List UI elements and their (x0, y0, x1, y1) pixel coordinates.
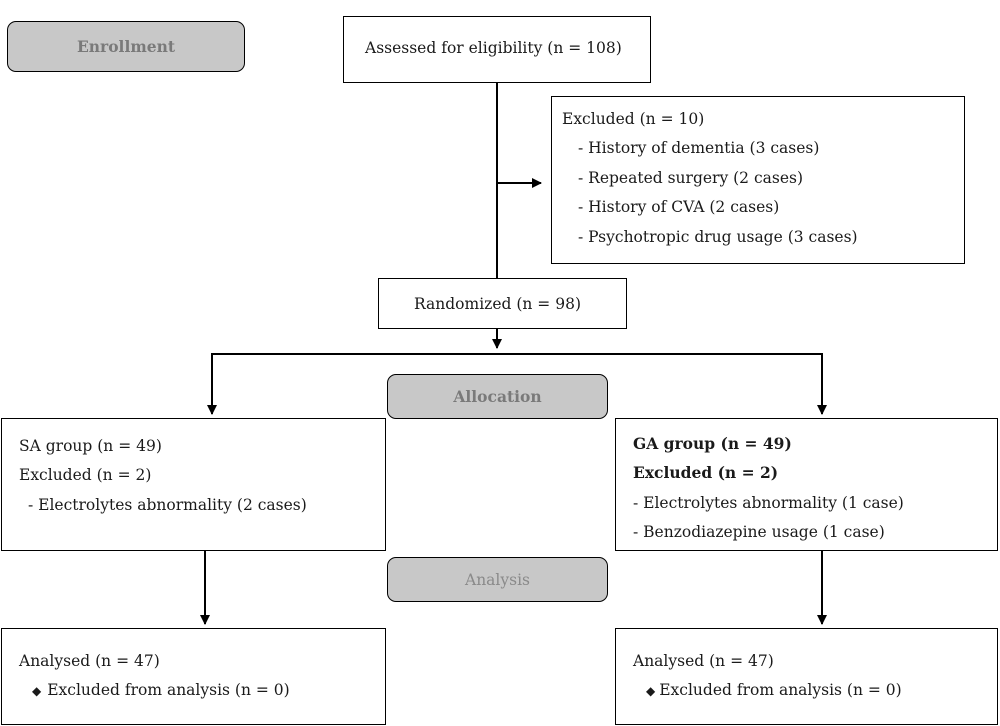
ga-analysed-box: Analysed (n = 47) ◆Excluded from analysi… (615, 628, 998, 725)
excluded-item: - Psychotropic drug usage (3 cases) (578, 228, 858, 246)
sa-analysed-row: ◆ Excluded from analysis (n = 0) (32, 680, 290, 701)
excluded-item: - Repeated surgery (2 cases) (578, 169, 804, 187)
assessed-box: Assessed for eligibility (n = 108) (343, 16, 651, 83)
enrollment-stage-label: Enrollment (7, 21, 245, 72)
allocation-text: Allocation (453, 387, 542, 406)
sa-analysed-item: Excluded from analysis (n = 0) (47, 681, 290, 699)
diamond-bullet-icon: ◆ (646, 684, 656, 698)
sa-group-box: SA group (n = 49) Excluded (n = 2) - Ele… (1, 418, 386, 551)
sa-group-excluded: Excluded (n = 2) (19, 466, 152, 484)
randomized-text: Randomized (n = 98) (414, 295, 581, 313)
randomized-box: Randomized (n = 98) (378, 278, 627, 329)
ga-analysed-title: Analysed (n = 47) (633, 652, 774, 670)
ga-group-box: GA group (n = 49) Excluded (n = 2) - Ele… (615, 418, 998, 551)
ga-group-item: - Benzodiazepine usage (1 case) (633, 523, 885, 541)
ga-analysed-row: ◆Excluded from analysis (n = 0) (646, 680, 902, 701)
excluded-title: Excluded (n = 10) (562, 110, 705, 128)
excluded-item: - History of dementia (3 cases) (578, 139, 820, 157)
ga-group-title: GA group (n = 49) (633, 434, 792, 453)
excluded-box: Excluded (n = 10) - History of dementia … (551, 96, 965, 264)
enrollment-text: Enrollment (76, 37, 176, 56)
sa-group-item: - Electrolytes abnormality (2 cases) (28, 496, 307, 514)
sa-analysed-title: Analysed (n = 47) (19, 652, 160, 670)
assessed-text: Assessed for eligibility (n = 108) (365, 39, 622, 57)
analysis-stage-label: Analysis (387, 557, 608, 602)
ga-analysed-item: Excluded from analysis (n = 0) (659, 681, 902, 699)
allocation-stage-label: Allocation (387, 374, 608, 419)
sa-group-title: SA group (n = 49) (19, 437, 162, 455)
ga-group-item: - Electrolytes abnormality (1 case) (633, 494, 904, 512)
excluded-item: - History of CVA (2 cases) (578, 198, 780, 216)
diamond-bullet-icon: ◆ (32, 684, 42, 698)
sa-analysed-box: Analysed (n = 47) ◆ Excluded from analysi… (1, 628, 386, 725)
ga-group-excluded: Excluded (n = 2) (633, 463, 779, 482)
analysis-text: Analysis (465, 570, 530, 589)
